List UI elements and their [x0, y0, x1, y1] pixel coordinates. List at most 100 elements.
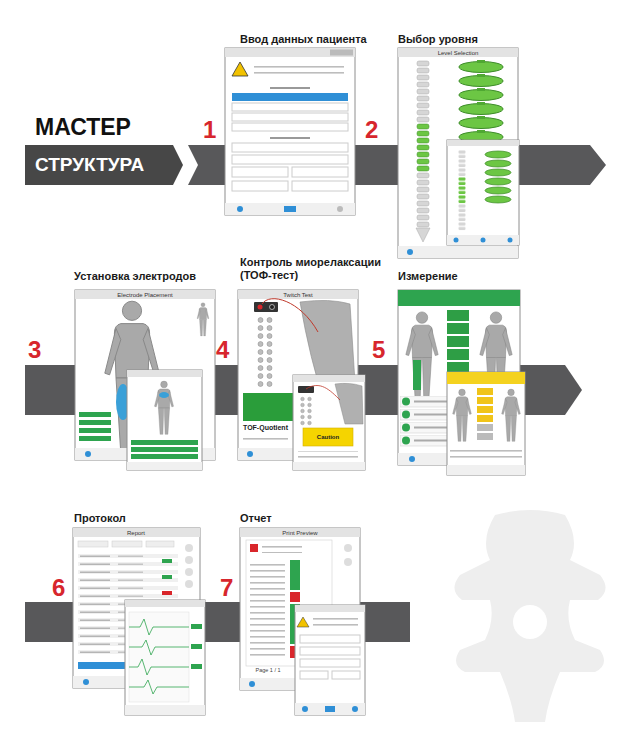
human-figure	[502, 389, 521, 441]
nav-icon	[302, 706, 308, 712]
callout-number: 1	[203, 118, 216, 142]
side-icon	[185, 568, 193, 576]
side-icon	[344, 544, 352, 552]
form-field	[232, 123, 348, 131]
title-bar	[75, 290, 215, 299]
watermark-vertebra	[454, 510, 605, 722]
electrode-column	[299, 396, 313, 426]
form-field	[292, 181, 348, 191]
sacrum	[416, 228, 430, 242]
form-field	[292, 167, 348, 177]
button	[330, 50, 353, 56]
form-field	[232, 181, 288, 191]
screen-measurement	[398, 290, 525, 475]
stimulator-plug	[254, 302, 278, 312]
text-lines	[254, 63, 344, 74]
title-bar	[238, 290, 358, 299]
title-bar	[447, 140, 519, 146]
plug-pin	[258, 305, 263, 310]
human-figure	[406, 312, 438, 402]
screen-report	[73, 528, 205, 715]
title-bar	[125, 600, 205, 607]
tablet-frame	[447, 140, 519, 245]
value-tag	[191, 624, 202, 629]
spine	[458, 204, 466, 231]
text-lines	[298, 451, 358, 459]
bottom-bar	[447, 235, 519, 245]
result-square	[477, 424, 493, 431]
electrode-area	[159, 392, 169, 398]
nav-icon	[325, 706, 335, 712]
band-chevron	[25, 145, 183, 185]
form-field	[300, 647, 360, 655]
diagram-title: МАСТЕР	[35, 116, 131, 139]
title-bar	[293, 375, 365, 382]
bottom-bar	[75, 448, 215, 460]
title-bar	[127, 370, 202, 377]
callout-number: 7	[220, 576, 233, 600]
nav-icon	[409, 456, 415, 462]
spine-selected	[416, 123, 430, 172]
result-square	[477, 433, 493, 440]
form-field	[232, 143, 348, 152]
screen-patient-data	[225, 48, 355, 215]
callout-number: 2	[365, 118, 378, 142]
header-field	[146, 541, 174, 547]
muscle-row	[79, 412, 111, 417]
signal-curve	[129, 680, 189, 694]
watermark-canal	[513, 605, 547, 639]
warning-icon	[232, 62, 248, 76]
table-cell	[162, 559, 172, 563]
step-heading: Выбор уровня	[398, 33, 480, 46]
bottom-bar	[295, 703, 365, 715]
screen-level-selection	[398, 48, 519, 258]
screen-print-preview	[240, 528, 365, 715]
spine	[458, 150, 466, 177]
bottom-bar	[225, 203, 355, 215]
value-tag	[191, 644, 202, 649]
nav-icon	[337, 206, 343, 212]
status-bar	[447, 372, 525, 384]
muscle-row	[79, 436, 111, 441]
screen-title: Report	[127, 530, 145, 536]
tablet-frame	[293, 375, 365, 470]
warning-icon	[297, 617, 309, 627]
muscle-highlight	[413, 360, 421, 390]
callout-number: 3	[28, 338, 41, 362]
title-bar	[398, 48, 518, 57]
caution-box	[303, 428, 353, 446]
signal-curve	[129, 659, 189, 675]
step-screen: Измерение	[398, 270, 460, 283]
signal-curve	[129, 619, 189, 635]
muscle-row	[131, 454, 198, 459]
screen-text: Page 1 / 1	[255, 668, 280, 674]
side-icon	[185, 580, 193, 588]
screen-text: TOF-Quotient	[243, 424, 288, 431]
result-cell	[290, 560, 300, 590]
nav-icon	[284, 206, 296, 212]
result-column	[477, 388, 493, 422]
muscle-row	[131, 440, 198, 445]
form-field	[232, 113, 348, 121]
screen-title: Twitch Test	[283, 292, 313, 298]
screen-twitch-test	[238, 290, 365, 470]
nav-icon	[508, 238, 513, 243]
tablet-frame	[125, 600, 205, 715]
screen-text: Caution	[317, 434, 339, 440]
graph-area	[129, 612, 189, 702]
form-field	[300, 671, 328, 679]
tablet-frame	[225, 48, 355, 215]
form-field	[232, 155, 348, 164]
step-heading: Контроль миорелаксации (ТОФ-тест)	[240, 256, 398, 282]
tablet-frame	[295, 605, 365, 715]
human-figure	[453, 389, 472, 441]
step-heading: Ввод данных пациента	[240, 33, 369, 46]
human-figure	[154, 381, 173, 434]
tablet-frame	[127, 370, 202, 470]
step-screen: Контроль миорелаксации (ТОФ-тест)	[240, 256, 398, 282]
bottom-bar	[447, 465, 525, 475]
wire	[262, 299, 318, 332]
